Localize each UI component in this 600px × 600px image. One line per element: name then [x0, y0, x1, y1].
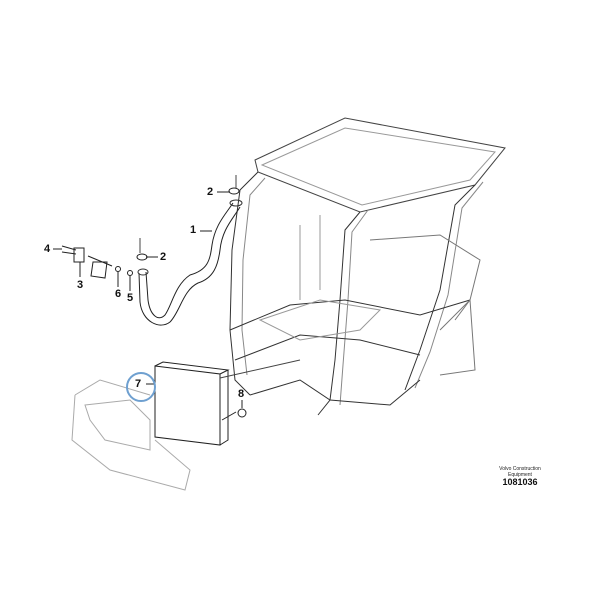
callout-3[interactable]: 3: [77, 279, 84, 291]
callout-4[interactable]: 4: [44, 243, 51, 255]
callout-2-upper[interactable]: 2: [207, 186, 214, 198]
clamps-and-bracket: [61, 175, 240, 279]
credit-line-2: Equipment: [508, 472, 532, 478]
callout-highlight-ring: [126, 372, 156, 402]
callout-2-lower[interactable]: 2: [160, 251, 167, 263]
callout-7[interactable]: 7: [135, 378, 142, 390]
cab-frame: [229, 117, 506, 416]
panel-part-7: [154, 359, 301, 446]
hose-part-1: [137, 199, 243, 326]
callout-1[interactable]: 1: [190, 224, 197, 236]
credit-line-1: Volvo Construction: [499, 466, 541, 472]
callout-5[interactable]: 5: [127, 292, 134, 304]
publisher-credit: Volvo Construction Equipment: [497, 466, 543, 478]
callout-8[interactable]: 8: [238, 388, 245, 400]
callout-6[interactable]: 6: [115, 288, 122, 300]
document-number: 1081036: [502, 477, 538, 487]
